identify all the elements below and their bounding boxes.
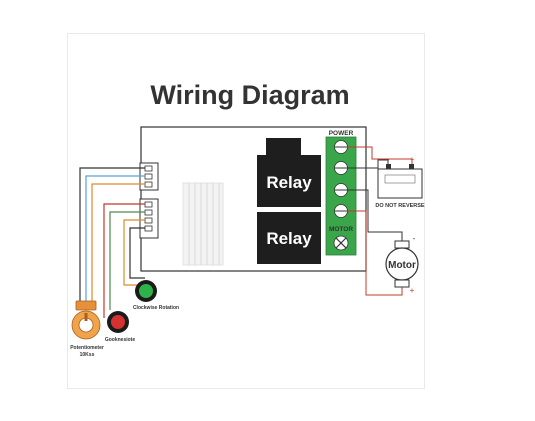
potentiometer-label-2: 10Kss	[80, 352, 95, 358]
relay-top	[257, 155, 321, 207]
relay-bottom-label: Relay	[266, 229, 312, 248]
relay-top-label: Relay	[266, 173, 312, 192]
motor-label: Motor	[388, 260, 416, 271]
battery	[377, 164, 423, 199]
potentiometer	[71, 300, 101, 340]
signal-wires	[79, 167, 145, 318]
diagram-title: Wiring Diagram	[150, 80, 349, 110]
heat-sink	[182, 182, 224, 266]
red-button-label: Gooknesiote	[105, 337, 136, 343]
green-button-label: Clockwise Rotation	[133, 305, 179, 311]
motor-minus: -	[413, 234, 416, 243]
power-wires	[347, 146, 413, 296]
green-button	[135, 280, 157, 302]
motor-terminal-icon	[333, 235, 349, 251]
battery-warning: DO NOT REVERSE	[375, 203, 425, 209]
signal-connector-bottom	[139, 198, 159, 239]
potentiometer-label-1: Potentiometer	[70, 345, 104, 351]
power-label: POWER	[329, 130, 354, 137]
red-button	[107, 311, 129, 333]
motor-terminal-label: MOTOR	[329, 226, 353, 233]
motor-plus: +	[410, 286, 415, 295]
relay-bottom	[257, 212, 321, 264]
board-component	[266, 138, 301, 156]
signal-connector-top	[139, 162, 159, 191]
